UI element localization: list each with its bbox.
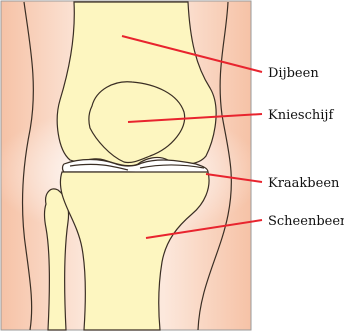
label-cartilage: Kraakbeen [268,176,340,191]
label-femur: Dijbeen [268,66,319,81]
label-tibia: Scheenbeen [268,214,344,229]
label-patella: Knieschijf [268,108,334,123]
